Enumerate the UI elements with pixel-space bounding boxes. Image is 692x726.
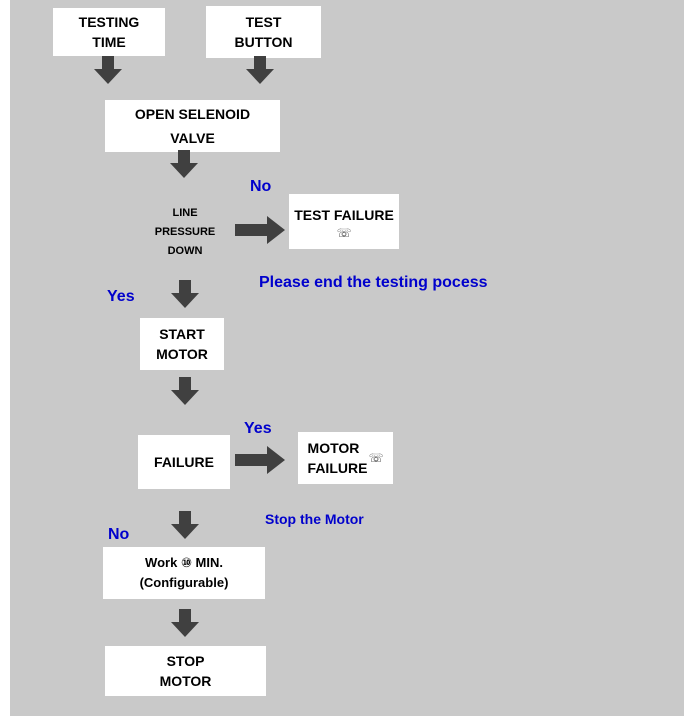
- down-arrow-failure: [171, 511, 199, 539]
- stop-motor-note: Stop the Motor: [265, 511, 364, 527]
- line-pressure-line3: DOWN: [167, 245, 203, 257]
- down-arrow-testing-time: [94, 56, 122, 84]
- line-pressure-text: LINE PRESSURE DOWN: [140, 204, 230, 261]
- line-pressure-line1: LINE: [172, 207, 198, 219]
- no-label-pressure: No: [250, 178, 272, 195]
- stop-motor-box: STOP MOTOR: [105, 646, 266, 696]
- motor-failure-line2: FAILURE: [307, 460, 368, 476]
- yes-label-failure: Yes: [244, 420, 272, 437]
- work-line1: Work ⑩ MIN.: [145, 555, 223, 570]
- testing-time-line2: TIME: [92, 34, 126, 50]
- motor-failure-line1: MOTOR: [307, 440, 360, 456]
- test-failure-label: TEST FAILURE: [294, 206, 394, 223]
- motor-failure-box: MOTOR FAILURE ☏: [298, 432, 393, 484]
- yes-label-pressure: Yes: [107, 288, 135, 305]
- open-valve-line2: VALVE: [170, 130, 215, 146]
- open-valve-line1: OPEN SELENOID: [134, 106, 251, 122]
- start-motor-box: START MOTOR: [140, 318, 224, 370]
- stop-motor-line1: STOP: [166, 653, 205, 669]
- start-motor-line1: START: [159, 326, 205, 342]
- down-arrow-start-motor: [171, 377, 199, 405]
- work-line2: (Configurable): [139, 575, 229, 590]
- testing-time-box: TESTING TIME: [53, 8, 165, 56]
- test-button-box: TEST BUTTON: [206, 6, 321, 58]
- failure-box: FAILURE: [138, 435, 230, 489]
- test-button-line2: BUTTON: [234, 34, 293, 50]
- end-testing-note: Please end the testing pocess: [259, 274, 488, 291]
- right-arrow-test-failure: [235, 216, 285, 244]
- failure-label: FAILURE: [154, 454, 214, 470]
- right-arrow-motor-failure: [235, 446, 285, 474]
- stop-motor-line2: MOTOR: [159, 673, 212, 689]
- flowchart-canvas: TESTING TIME TEST BUTTON OPEN SELENOID V…: [10, 0, 684, 716]
- down-arrow-open-valve: [170, 150, 198, 178]
- test-button-line1: TEST: [245, 14, 282, 30]
- test-failure-box: TEST FAILURE ☏: [289, 194, 399, 249]
- open-valve-box: OPEN SELENOID VALVE: [105, 100, 280, 152]
- no-label-failure: No: [108, 526, 130, 543]
- bell-icon: ☏: [336, 225, 352, 240]
- line-pressure-line2: PRESSURE: [154, 226, 216, 238]
- testing-time-line1: TESTING: [78, 14, 140, 30]
- down-arrow-test-button: [246, 56, 274, 84]
- down-arrow-line-pressure: [171, 280, 199, 308]
- start-motor-line2: MOTOR: [156, 346, 208, 362]
- work-box: Work ⑩ MIN. (Configurable): [103, 547, 265, 599]
- down-arrow-work: [171, 609, 199, 637]
- bell-icon: ☏: [368, 451, 384, 465]
